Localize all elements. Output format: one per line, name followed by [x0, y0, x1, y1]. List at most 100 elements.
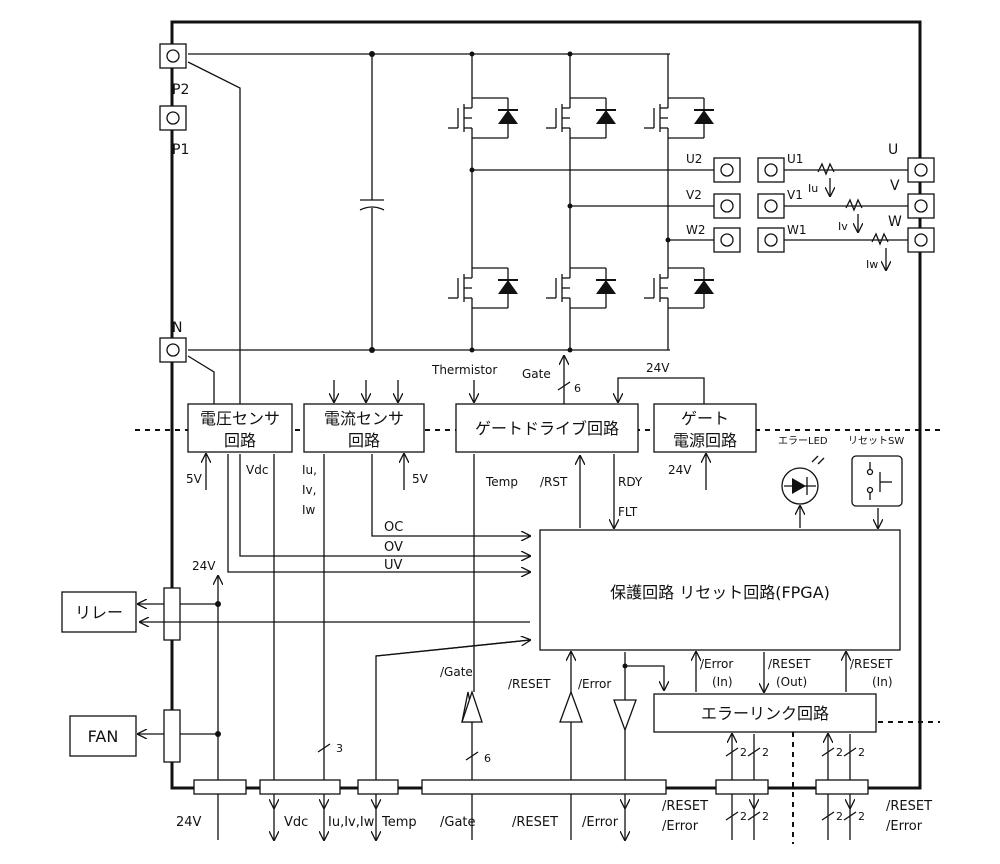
terminal-p1	[159, 105, 187, 131]
label-count-2g: 2	[836, 810, 843, 823]
fan-block: FAN	[69, 715, 137, 757]
label-flt: FLT	[618, 505, 638, 519]
terminal-v	[907, 193, 935, 219]
label-gate: Gate	[522, 367, 551, 381]
current-sensor-block: 電流センサ 回路	[303, 403, 425, 453]
bottom-label-reset-left: /RESET	[662, 799, 708, 814]
terminal-w1	[757, 227, 785, 253]
bottom-label-reset-right: /RESET	[886, 799, 932, 814]
label-oc: OC	[384, 520, 403, 535]
label-u1: U1	[787, 152, 803, 166]
label-count-2d: 2	[858, 746, 865, 759]
label-p1: P1	[172, 142, 189, 158]
label-iu-list: Iu,	[302, 463, 317, 477]
svg-text:ゲートドライブ回路: ゲートドライブ回路	[475, 419, 619, 438]
svg-text:(Out): (Out)	[776, 675, 807, 689]
current-sensor-u	[817, 162, 835, 176]
label-count-2e: 2	[740, 810, 747, 823]
label-w2: W2	[686, 223, 706, 237]
svg-text:電流センサ: 電流センサ	[324, 409, 404, 428]
label-5v-voltage: 5V	[186, 472, 203, 486]
terminal-w2	[713, 227, 741, 253]
bottom-label-error-left: /Error	[662, 819, 699, 834]
svg-text:回路: 回路	[348, 431, 380, 450]
terminal-v2	[713, 193, 741, 219]
protection-fpga-block: 保護回路 リセット回路(FPGA)	[539, 529, 901, 651]
label-u: U	[888, 142, 898, 158]
label-iw-list: Iw	[302, 503, 316, 517]
terminal-u1	[757, 157, 785, 183]
label-reset-sw: リセットSW	[848, 435, 904, 447]
phase-leg-w	[643, 54, 715, 350]
bottom-label-vdc: Vdc	[284, 815, 308, 830]
bottom-label-error-right: /Error	[886, 819, 923, 834]
terminal-w	[907, 227, 935, 253]
label-uv: UV	[384, 558, 403, 573]
connector-temp	[357, 779, 399, 795]
svg-text:(In): (In)	[712, 675, 733, 689]
label-reset-out: /RESET	[768, 657, 811, 671]
label-iv-list: Iv,	[302, 483, 316, 497]
label-iw: Iw	[866, 258, 878, 271]
bottom-label-iuvw: Iu,Iv,Iw	[328, 815, 375, 830]
label-w1: W1	[787, 223, 807, 237]
svg-text:保護回路 リセット回路(FPGA): 保護回路 リセット回路(FPGA)	[610, 583, 830, 602]
label-reset-in: /RESET	[850, 657, 893, 671]
current-sensor-v	[845, 198, 863, 212]
voltage-sensor-block: 電圧センサ 回路	[187, 403, 293, 453]
bottom-label-24v: 24V	[176, 815, 202, 830]
current-sensor-w	[871, 232, 889, 246]
relay-connector	[163, 587, 181, 641]
label-vdc: Vdc	[246, 463, 268, 477]
gate-drive-block: ゲートドライブ回路	[455, 403, 639, 453]
bottom-label-gate: /Gate	[440, 815, 476, 830]
label-v1: V1	[787, 188, 803, 202]
label-count-2a: 2	[740, 746, 747, 759]
terminal-u2	[713, 157, 741, 183]
phase-leg-u	[447, 54, 519, 350]
terminal-v1	[757, 193, 785, 219]
label-24v-gatepower: 24V	[668, 463, 692, 477]
relay-block: リレー	[61, 591, 137, 633]
svg-text:エラーリンク回路: エラーリンク回路	[701, 704, 829, 723]
bottom-label-temp: Temp	[381, 815, 417, 830]
label-iv: Iv	[838, 220, 848, 233]
svg-text:リレー: リレー	[75, 603, 123, 622]
svg-text:電源回路: 電源回路	[673, 431, 737, 450]
svg-text:FAN: FAN	[88, 727, 119, 746]
label-v2: V2	[686, 188, 702, 202]
error-link-block: エラーリンク回路	[653, 693, 877, 733]
label-gate-n: /Gate	[440, 665, 473, 679]
label-rdy: RDY	[618, 475, 643, 489]
label-error-n: /Error	[578, 677, 611, 691]
label-temp: Temp	[485, 475, 518, 489]
gate-power-block: ゲート 電源回路	[653, 403, 757, 453]
label-5v-current: 5V	[412, 472, 429, 486]
fan-connector	[163, 709, 181, 763]
label-error-in: /Error	[700, 657, 733, 671]
label-count-3: 3	[336, 742, 343, 755]
connector-link-right	[815, 779, 869, 795]
label-v: V	[890, 178, 900, 194]
terminal-u	[907, 157, 935, 183]
label-rst: /RST	[540, 475, 568, 489]
label-count-2c: 2	[836, 746, 843, 759]
label-error-led: エラーLED	[778, 435, 828, 447]
label-w: W	[888, 214, 902, 230]
phase-leg-v	[545, 54, 617, 350]
terminal-p2	[159, 43, 187, 69]
label-p2: P2	[172, 82, 189, 98]
label-thermistor: Thermistor	[431, 363, 497, 377]
label-count-2b: 2	[762, 746, 769, 759]
label-count-6: 6	[484, 752, 491, 765]
svg-text:(In): (In)	[872, 675, 893, 689]
label-24v-gate: 24V	[646, 361, 670, 375]
error-led-icon	[781, 455, 825, 505]
svg-text:ゲート: ゲート	[681, 409, 729, 428]
svg-text:電圧センサ: 電圧センサ	[200, 409, 280, 428]
label-iu: Iu	[808, 182, 818, 195]
connector-link-left	[715, 779, 769, 795]
terminal-n	[159, 337, 187, 363]
label-u2: U2	[686, 152, 702, 166]
